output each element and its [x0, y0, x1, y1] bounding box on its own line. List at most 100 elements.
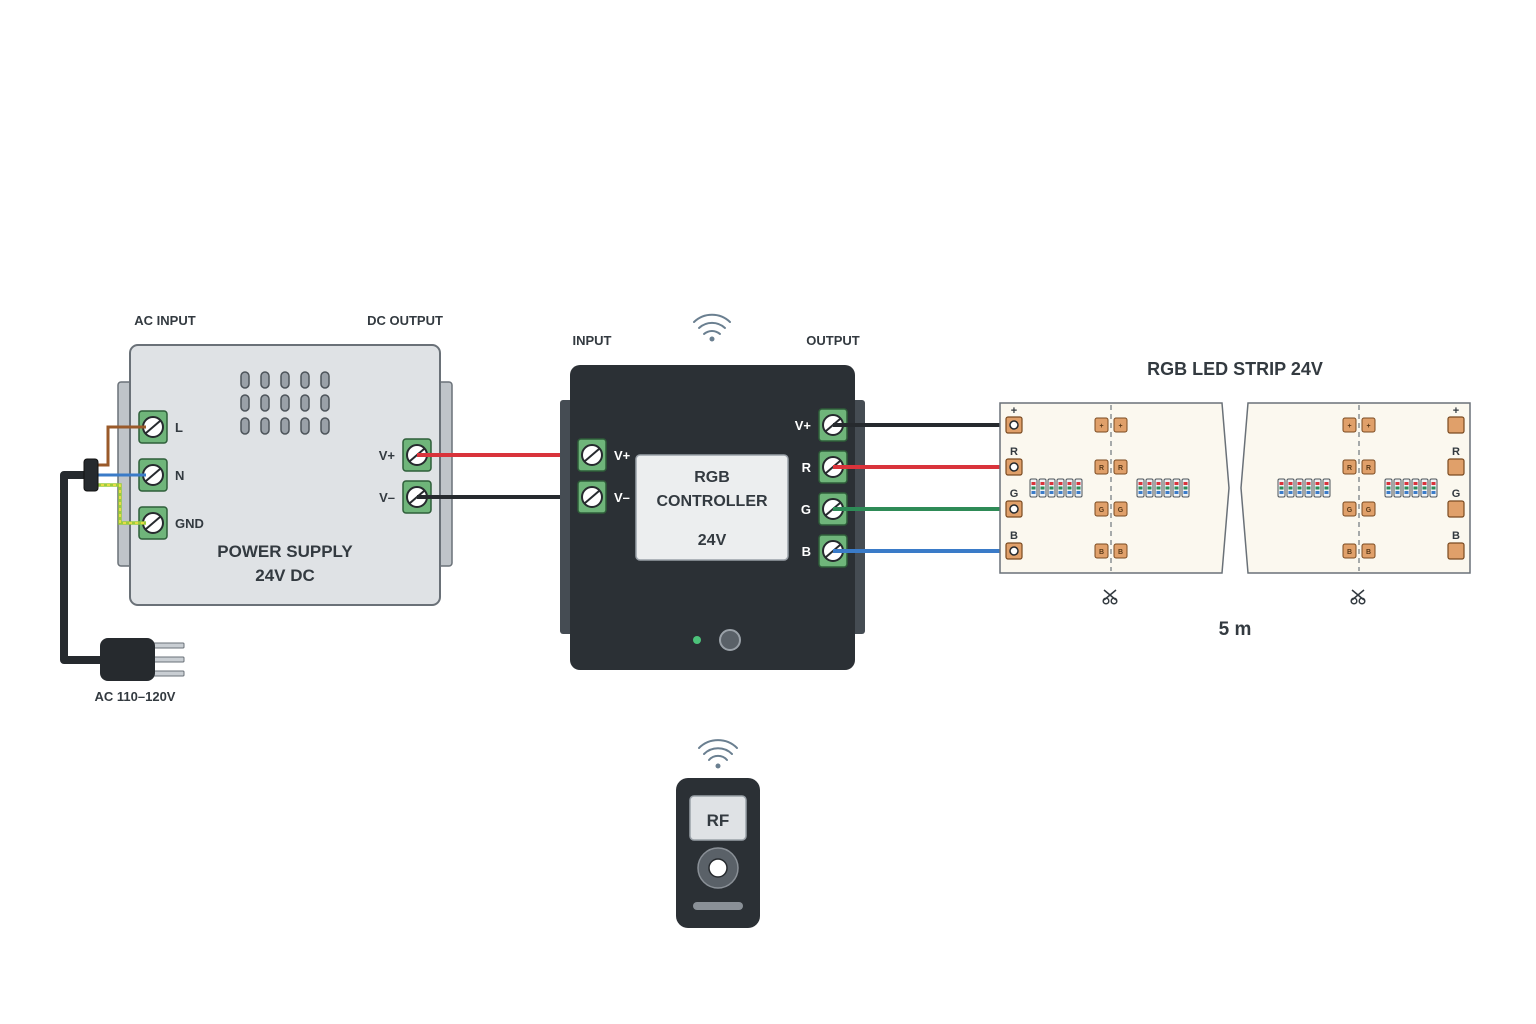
cut-pads-1: + + R R G G B B — [1094, 417, 1128, 559]
led-chip-die — [1395, 482, 1400, 485]
cut-pad-label: R — [1118, 465, 1123, 472]
led-chip-die — [1174, 482, 1179, 485]
led-chip-die — [1413, 486, 1418, 490]
strip-end-label-plus: + — [1453, 405, 1459, 417]
controller-output-label: OUTPUT — [806, 333, 860, 348]
cut-pad-label: + — [1099, 423, 1103, 430]
strip-title: RGB LED STRIP 24V — [1147, 359, 1323, 379]
led-chip-die — [1395, 486, 1400, 490]
wifi-signal-icon — [698, 739, 738, 769]
psu-terminal-gnd[interactable] — [138, 506, 168, 540]
led-chip-die — [1058, 491, 1063, 494]
led-chip-die — [1279, 486, 1284, 490]
controller-title-line3: 24V — [698, 532, 727, 549]
led-chip-die — [1324, 482, 1329, 485]
cut-pad-label: B — [1366, 549, 1371, 556]
controller-title-line2: CONTROLLER — [656, 493, 768, 510]
led-chip-die — [1156, 491, 1161, 494]
controller-terminal-in-vplus[interactable] — [577, 438, 607, 472]
psu-title-line2: 24V DC — [255, 566, 315, 585]
remote-label: RF — [707, 811, 730, 830]
led-chip-die — [1422, 482, 1427, 485]
strip-input-pad-g[interactable] — [1005, 500, 1023, 518]
terminal-label-in-vminus: V– — [614, 490, 630, 505]
strip-end-pad-b[interactable] — [1447, 542, 1465, 560]
psu-vents — [240, 371, 330, 435]
strip-end-pad-g[interactable] — [1447, 500, 1465, 518]
led-chip-die — [1315, 491, 1320, 494]
led-chip-die — [1067, 491, 1072, 494]
led-chip-die — [1183, 491, 1188, 494]
cut-pad-label: G — [1099, 507, 1105, 514]
ac-input-label: AC INPUT — [134, 313, 195, 328]
led-chip-die — [1058, 482, 1063, 485]
strip-segment-1 — [999, 402, 1230, 574]
strip-pad-label-g: G — [1010, 488, 1019, 500]
ac-cable — [60, 425, 146, 664]
remote-dial-center[interactable] — [708, 858, 728, 878]
led-chip-die — [1386, 491, 1391, 494]
strip-pad-label-plus: + — [1011, 405, 1017, 417]
dc-output-label: DC OUTPUT — [367, 313, 443, 328]
led-chip-die — [1288, 486, 1293, 490]
led-chip-die — [1395, 491, 1400, 494]
wifi-signal-icon — [693, 313, 731, 342]
status-led — [693, 636, 701, 644]
led-chip-die — [1040, 482, 1045, 485]
led-chip-die — [1404, 482, 1409, 485]
led-chip-die — [1147, 482, 1152, 485]
led-chip-die — [1422, 491, 1427, 494]
terminal-label-n: N — [175, 468, 184, 483]
led-chip-die — [1183, 486, 1188, 490]
cut-pad-label: B — [1347, 549, 1352, 556]
strip-input-pad-b[interactable] — [1005, 542, 1023, 560]
strip-input-pad-r[interactable] — [1005, 458, 1023, 476]
led-chip-die — [1174, 491, 1179, 494]
cut-pad-label: G — [1118, 507, 1124, 514]
led-strip: RGB LED STRIP 24V + R G B + — [999, 359, 1471, 640]
cut-pad-label: + — [1118, 423, 1122, 430]
cut-pads-2: + + R R G G B B — [1342, 417, 1376, 559]
psu-title-line1: POWER SUPPLY — [217, 542, 353, 561]
led-chip-die — [1147, 491, 1152, 494]
rgb-controller: INPUT OUTPUT RGB CONTROLLER 24V V+ V– — [560, 313, 865, 670]
led-chip-die — [1297, 482, 1302, 485]
led-chip-die — [1324, 486, 1329, 490]
strip-end-label-b: B — [1452, 530, 1460, 542]
led-chip-die — [1165, 491, 1170, 494]
led-chip-die — [1067, 486, 1072, 490]
led-chip-die — [1324, 491, 1329, 494]
terminal-label-out-b: B — [802, 544, 811, 559]
strip-end-pad-r[interactable] — [1447, 458, 1465, 476]
cut-pad-label: R — [1347, 465, 1352, 472]
remote-slider-button[interactable] — [693, 902, 743, 910]
strip-end-pad-plus[interactable] — [1447, 416, 1465, 434]
led-chip-die — [1058, 486, 1063, 490]
led-chip-die — [1031, 486, 1036, 490]
led-chip-die — [1138, 486, 1143, 490]
psu-terminal-l[interactable] — [138, 410, 168, 444]
cut-pad-label: R — [1099, 465, 1104, 472]
terminal-label-out-g: G — [801, 502, 811, 517]
controller-label-plate — [635, 454, 789, 561]
led-chip-die — [1174, 486, 1179, 490]
psu-terminal-n[interactable] — [138, 458, 168, 492]
plug-label: AC 110–120V — [95, 689, 176, 704]
strip-end-label-r: R — [1452, 446, 1460, 458]
controller-button[interactable] — [719, 629, 741, 651]
rf-remote: RF — [676, 739, 760, 928]
strip-pad-label-r: R — [1010, 446, 1018, 458]
terminal-label-out-r: R — [802, 460, 812, 475]
terminal-label-l: L — [175, 420, 183, 435]
led-chip-die — [1386, 482, 1391, 485]
led-chip-die — [1138, 482, 1143, 485]
led-chip-die — [1413, 482, 1418, 485]
strip-input-pad-plus[interactable] — [1005, 416, 1023, 434]
cut-pad-label: + — [1366, 423, 1370, 430]
led-chip-die — [1138, 491, 1143, 494]
controller-terminal-in-vminus[interactable] — [577, 480, 607, 514]
led-chip-die — [1279, 482, 1284, 485]
led-chip-die — [1165, 482, 1170, 485]
scissors-icon — [1350, 589, 1366, 605]
led-chip-die — [1183, 482, 1188, 485]
